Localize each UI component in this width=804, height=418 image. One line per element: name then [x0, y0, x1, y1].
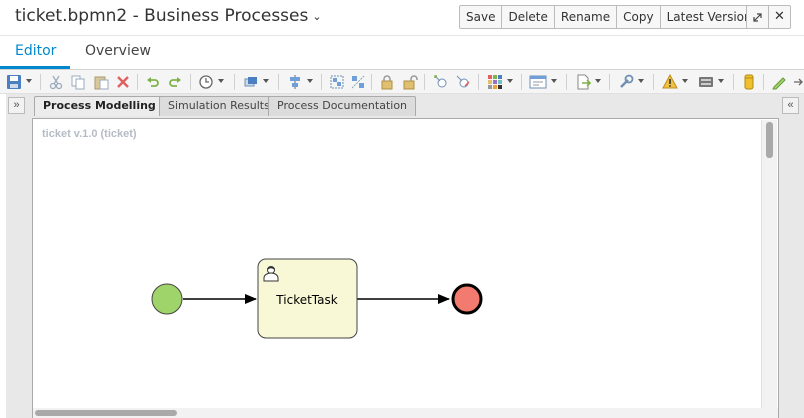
toolbar-divider — [371, 74, 372, 90]
expand-right-panel-button[interactable]: « — [782, 97, 799, 114]
copy-button[interactable]: Copy — [616, 5, 661, 29]
bpmn-diagram: TicketTask — [151, 258, 483, 339]
save-icon[interactable] — [6, 74, 22, 90]
save-button[interactable]: Save — [459, 5, 503, 29]
align-icon[interactable] — [287, 74, 303, 90]
chevron-down-icon[interactable] — [682, 79, 688, 83]
toolbar-divider — [521, 74, 522, 90]
chevron-down-icon[interactable] — [551, 79, 557, 83]
rename-button[interactable]: Rename — [553, 5, 618, 29]
version-label: Latest Version — [666, 10, 752, 24]
chevron-down-icon[interactable] — [718, 79, 724, 83]
undo-icon[interactable] — [145, 74, 161, 90]
double-chevron-left-icon: « — [787, 99, 794, 111]
unlock-icon[interactable] — [402, 74, 418, 90]
properties-icon[interactable] — [529, 74, 547, 90]
toolbar-divider — [40, 74, 41, 90]
page-title-text: ticket.bpmn2 - Business Processes — [15, 6, 309, 26]
toolbar-divider — [137, 74, 138, 90]
toolbar-divider — [424, 74, 425, 90]
tab-process-modelling[interactable]: Process Modelling — [34, 96, 165, 116]
toolbar-divider — [234, 74, 235, 90]
toolbar-divider — [609, 74, 610, 90]
chevron-down-icon[interactable] — [26, 79, 32, 83]
chevron-down-icon[interactable]: ⌄ — [312, 10, 322, 23]
delete-button[interactable]: Delete — [501, 5, 555, 29]
process-canvas[interactable]: ticket v.1.0 (ticket) TicketTask — [32, 118, 779, 418]
redo-icon[interactable] — [167, 74, 183, 90]
horizontal-scroll-thumb[interactable] — [35, 410, 177, 416]
chevron-down-icon[interactable] — [507, 79, 513, 83]
user-task[interactable]: TicketTask — [257, 258, 358, 339]
start-event[interactable] — [151, 283, 183, 315]
paste-icon[interactable] — [93, 74, 109, 90]
storage-icon[interactable] — [698, 74, 714, 90]
horizontal-scrollbar[interactable] — [33, 408, 778, 418]
page-title[interactable]: ticket.bpmn2 - Business Processes⌄ — [15, 6, 322, 26]
delete-icon[interactable] — [115, 74, 131, 90]
remove-node-icon[interactable] — [455, 74, 471, 90]
toolbar-divider — [478, 74, 479, 90]
vertical-scroll-thumb[interactable] — [766, 122, 773, 158]
tab-process-documentation[interactable]: Process Documentation — [268, 96, 417, 116]
edit-icon[interactable] — [771, 74, 787, 90]
tab-overview[interactable]: Overview — [85, 43, 151, 59]
process-name-label: ticket v.1.0 (ticket) — [42, 128, 137, 140]
header: ticket.bpmn2 - Business Processes⌄ Save … — [0, 0, 804, 36]
chevron-down-icon[interactable] — [638, 79, 644, 83]
double-chevron-right-icon: » — [13, 99, 20, 111]
close-button[interactable]: ✕ — [768, 5, 791, 29]
task-label: TicketTask — [275, 293, 337, 307]
database-icon[interactable] — [741, 74, 757, 90]
color-palette-icon[interactable] — [487, 74, 503, 90]
history-icon[interactable] — [198, 74, 214, 90]
toolbar-divider — [321, 74, 322, 90]
ungroup-icon[interactable] — [350, 74, 366, 90]
tab-editor[interactable]: Editor — [15, 43, 57, 59]
tab-simulation-results[interactable]: Simulation Results — [159, 96, 279, 116]
user-icon — [263, 266, 279, 282]
vertical-scrollbar[interactable] — [761, 120, 777, 408]
toolbar-divider — [653, 74, 654, 90]
tools-icon[interactable] — [618, 74, 634, 90]
group-icon[interactable] — [329, 74, 345, 90]
layers-icon[interactable] — [243, 74, 259, 90]
end-event[interactable] — [451, 283, 483, 315]
close-icon: ✕ — [774, 9, 785, 24]
window-button-group: ✕ — [746, 5, 791, 29]
toolbar-divider — [763, 74, 764, 90]
process-designer: » « Process Modelling Simulation Results… — [6, 94, 804, 418]
designer-toolbar — [0, 70, 804, 94]
cut-icon[interactable] — [48, 74, 64, 90]
editor-tabs: Editor Overview — [0, 36, 804, 70]
lock-icon[interactable] — [379, 74, 395, 90]
add-node-icon[interactable] — [433, 74, 449, 90]
active-tab-indicator — [0, 66, 70, 69]
more-icon[interactable] — [792, 74, 804, 90]
toolbar-divider — [733, 74, 734, 90]
warning-icon[interactable] — [662, 74, 678, 90]
chevron-down-icon[interactable] — [263, 79, 269, 83]
chevron-down-icon[interactable] — [307, 79, 313, 83]
toolbar-divider — [190, 74, 191, 90]
export-icon[interactable] — [575, 74, 591, 90]
expand-button[interactable] — [746, 5, 769, 29]
action-button-group: Save Delete Rename Copy Latest Version ⌄ — [459, 5, 778, 29]
chevron-down-icon[interactable] — [595, 79, 601, 83]
copy-icon[interactable] — [70, 74, 86, 90]
chevron-down-icon[interactable] — [218, 79, 224, 83]
toolbar-divider — [566, 74, 567, 90]
expand-icon — [753, 13, 762, 22]
header-divider — [0, 35, 804, 36]
toolbar-divider — [278, 74, 279, 90]
expand-left-panel-button[interactable]: » — [8, 97, 25, 114]
